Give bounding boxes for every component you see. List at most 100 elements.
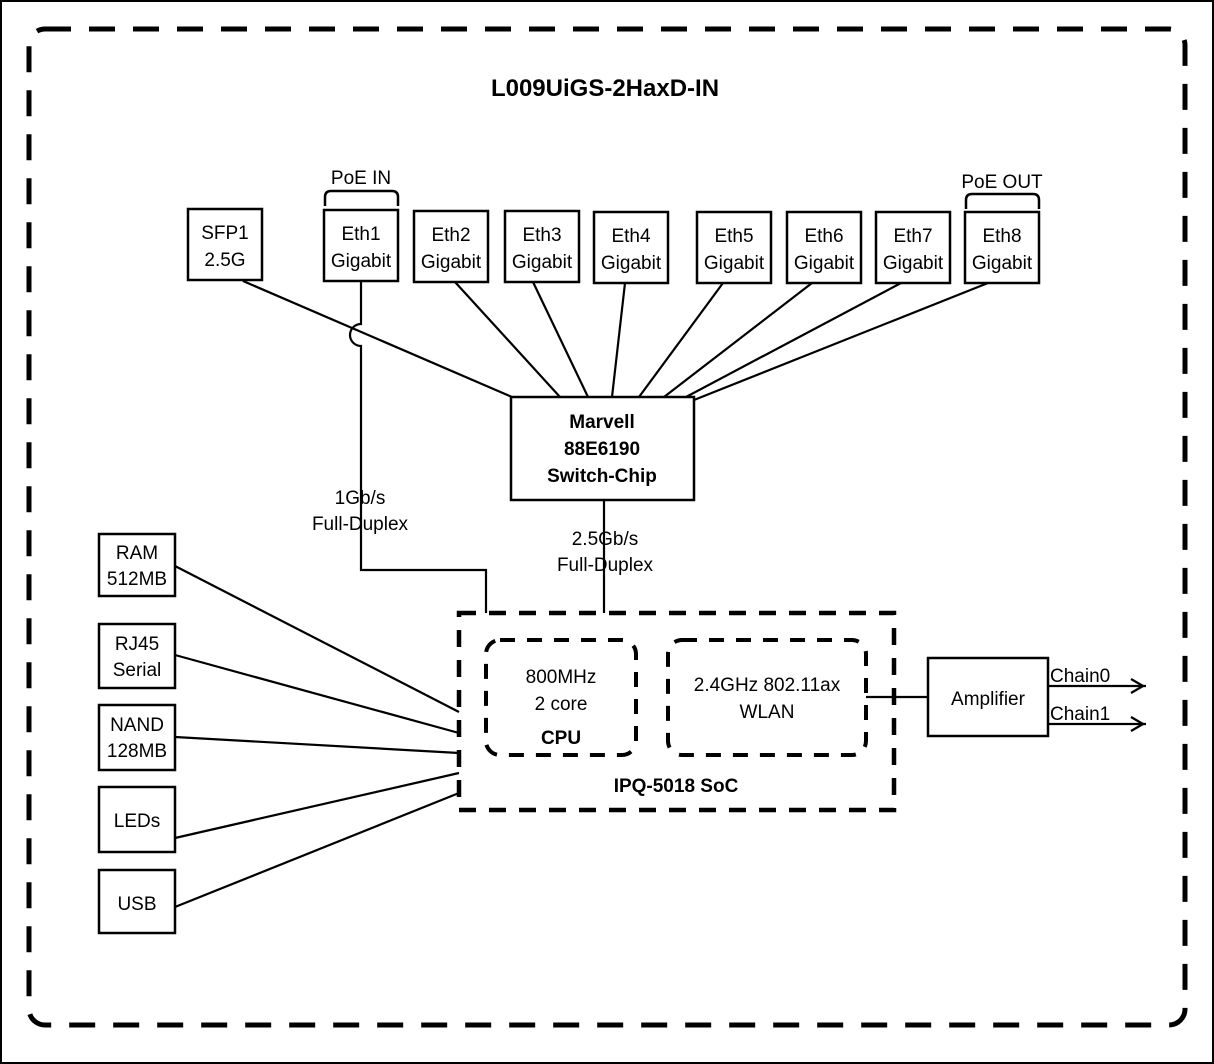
chassis-boundary <box>26 26 1188 1028</box>
page-title: L009UiGS-2HaxD-IN <box>491 75 719 102</box>
wire-eth3-to-switch <box>532 281 589 398</box>
peripheral-usb[interactable]: USB <box>97 868 177 935</box>
poe-out-bracket <box>964 192 1041 209</box>
wire-ram-to-soc <box>174 565 460 713</box>
port-eth5[interactable]: Eth5 Gigabit <box>695 210 773 285</box>
wire-eth4-to-switch <box>610 282 627 398</box>
port-eth1-speed: Gigabit <box>331 251 392 272</box>
wire-nand-to-soc <box>174 735 460 755</box>
switch-chip-vendor: Marvell <box>569 412 634 433</box>
port-sfp1-box <box>186 207 264 282</box>
leds-name: LEDs <box>114 811 160 832</box>
port-eth6-box <box>785 210 863 285</box>
chain1-arrow-icon <box>1130 716 1146 732</box>
amplifier-box <box>926 656 1050 738</box>
wire-eth1-to-soc <box>348 281 488 613</box>
port-eth2-box <box>412 209 490 284</box>
port-eth4-box <box>592 210 670 285</box>
port-eth3-box <box>503 209 581 284</box>
ram-box <box>97 532 177 598</box>
peripheral-leds[interactable]: LEDs <box>97 785 177 854</box>
port-eth3[interactable]: Eth3 Gigabit <box>503 209 581 284</box>
port-eth4-name: Eth4 <box>611 226 651 247</box>
switch-chip-box <box>509 395 696 502</box>
wire-eth8-to-switch <box>693 281 989 402</box>
usb-name: USB <box>117 894 156 915</box>
eth1-link-duplex-label: Full-Duplex <box>312 514 409 535</box>
port-eth2-name: Eth2 <box>431 225 470 246</box>
port-eth1[interactable]: Eth1 Gigabit <box>322 208 400 283</box>
nand-size: 128MB <box>107 741 167 762</box>
port-eth6[interactable]: Eth6 Gigabit <box>785 210 863 285</box>
port-eth7[interactable]: Eth7 Gigabit <box>874 210 952 285</box>
amplifier-label: Amplifier <box>951 689 1026 710</box>
wire-rj45-to-soc <box>174 653 460 735</box>
port-eth2[interactable]: Eth2 Gigabit <box>412 209 490 284</box>
wire-eth6-to-switch <box>663 282 813 398</box>
port-eth8-name: Eth8 <box>982 226 1021 247</box>
switch-chip-model: 88E6190 <box>564 439 640 460</box>
ram-name: RAM <box>116 543 158 564</box>
port-eth1-name: Eth1 <box>341 224 380 245</box>
wlan-title: WLAN <box>740 702 795 723</box>
cpu-block[interactable]: 800MHz 2 core CPU <box>484 638 638 757</box>
peripheral-ram[interactable]: RAM 512MB <box>97 532 177 598</box>
wlan-box <box>666 638 868 757</box>
amplifier[interactable]: Amplifier <box>926 656 1050 738</box>
nand-name: NAND <box>110 715 164 736</box>
poe-out-label: PoE OUT <box>961 172 1043 193</box>
port-eth7-box <box>874 210 952 285</box>
switch-chip[interactable]: Marvell 88E6190 Switch-Chip <box>509 395 696 502</box>
port-eth8[interactable]: Eth8 Gigabit <box>963 210 1041 285</box>
port-eth3-speed: Gigabit <box>512 252 573 273</box>
peripheral-rj45-serial[interactable]: RJ45 Serial <box>97 622 177 690</box>
chain1-label: Chain1 <box>1050 704 1110 725</box>
wire-leds-to-soc <box>174 771 460 840</box>
port-eth3-name: Eth3 <box>522 225 561 246</box>
rj45-serial-name: RJ45 <box>115 634 159 655</box>
antenna-chain0: Chain0 <box>1048 666 1146 694</box>
port-eth6-speed: Gigabit <box>794 253 855 274</box>
port-eth7-name: Eth7 <box>893 226 932 247</box>
port-sfp1-name: SFP1 <box>201 223 249 244</box>
peripheral-nand[interactable]: NAND 128MB <box>97 703 177 772</box>
ram-size: 512MB <box>107 569 167 590</box>
cpu-title: CPU <box>541 728 581 749</box>
rj45-serial-type: Serial <box>113 660 162 681</box>
switch-chip-type: Switch-Chip <box>547 466 657 487</box>
cpu-box <box>484 638 638 757</box>
wire-eth5-to-switch <box>638 282 724 398</box>
wire-sfp1-to-switch <box>242 279 513 399</box>
wlan-block[interactable]: 2.4GHz 802.11ax WLAN <box>666 638 868 757</box>
cpu-clock: 800MHz <box>526 667 597 688</box>
port-sfp1-speed: 2.5G <box>204 250 245 271</box>
port-eth4[interactable]: Eth4 Gigabit <box>592 210 670 285</box>
port-eth5-name: Eth5 <box>714 226 753 247</box>
port-sfp1[interactable]: SFP1 2.5G <box>186 207 264 282</box>
usb-box <box>97 868 177 935</box>
wlan-radio-spec: 2.4GHz 802.11ax <box>694 675 841 696</box>
port-eth5-box <box>695 210 773 285</box>
soc-link-duplex-label: Full-Duplex <box>557 555 654 576</box>
port-eth8-box <box>963 210 1041 285</box>
chain0-arrow-icon <box>1130 678 1146 694</box>
soc-boundary <box>456 610 897 813</box>
eth1-link-speed-label: 1Gb/s <box>335 488 386 509</box>
wire-eth7-to-switch <box>685 282 902 398</box>
poe-in-bracket <box>323 189 400 206</box>
port-eth4-speed: Gigabit <box>601 253 662 274</box>
port-eth2-speed: Gigabit <box>421 252 482 273</box>
port-eth7-speed: Gigabit <box>883 253 944 274</box>
port-eth8-speed: Gigabit <box>972 253 1033 274</box>
leds-box <box>97 785 177 854</box>
port-eth5-speed: Gigabit <box>704 253 765 274</box>
chain0-label: Chain0 <box>1050 666 1110 687</box>
wire-usb-to-soc <box>174 791 460 909</box>
soc-label: IPQ-5018 SoC <box>614 776 739 797</box>
cpu-cores: 2 core <box>535 694 588 715</box>
antenna-chain1: Chain1 <box>1048 704 1146 732</box>
poe-in-label: PoE IN <box>331 168 391 189</box>
